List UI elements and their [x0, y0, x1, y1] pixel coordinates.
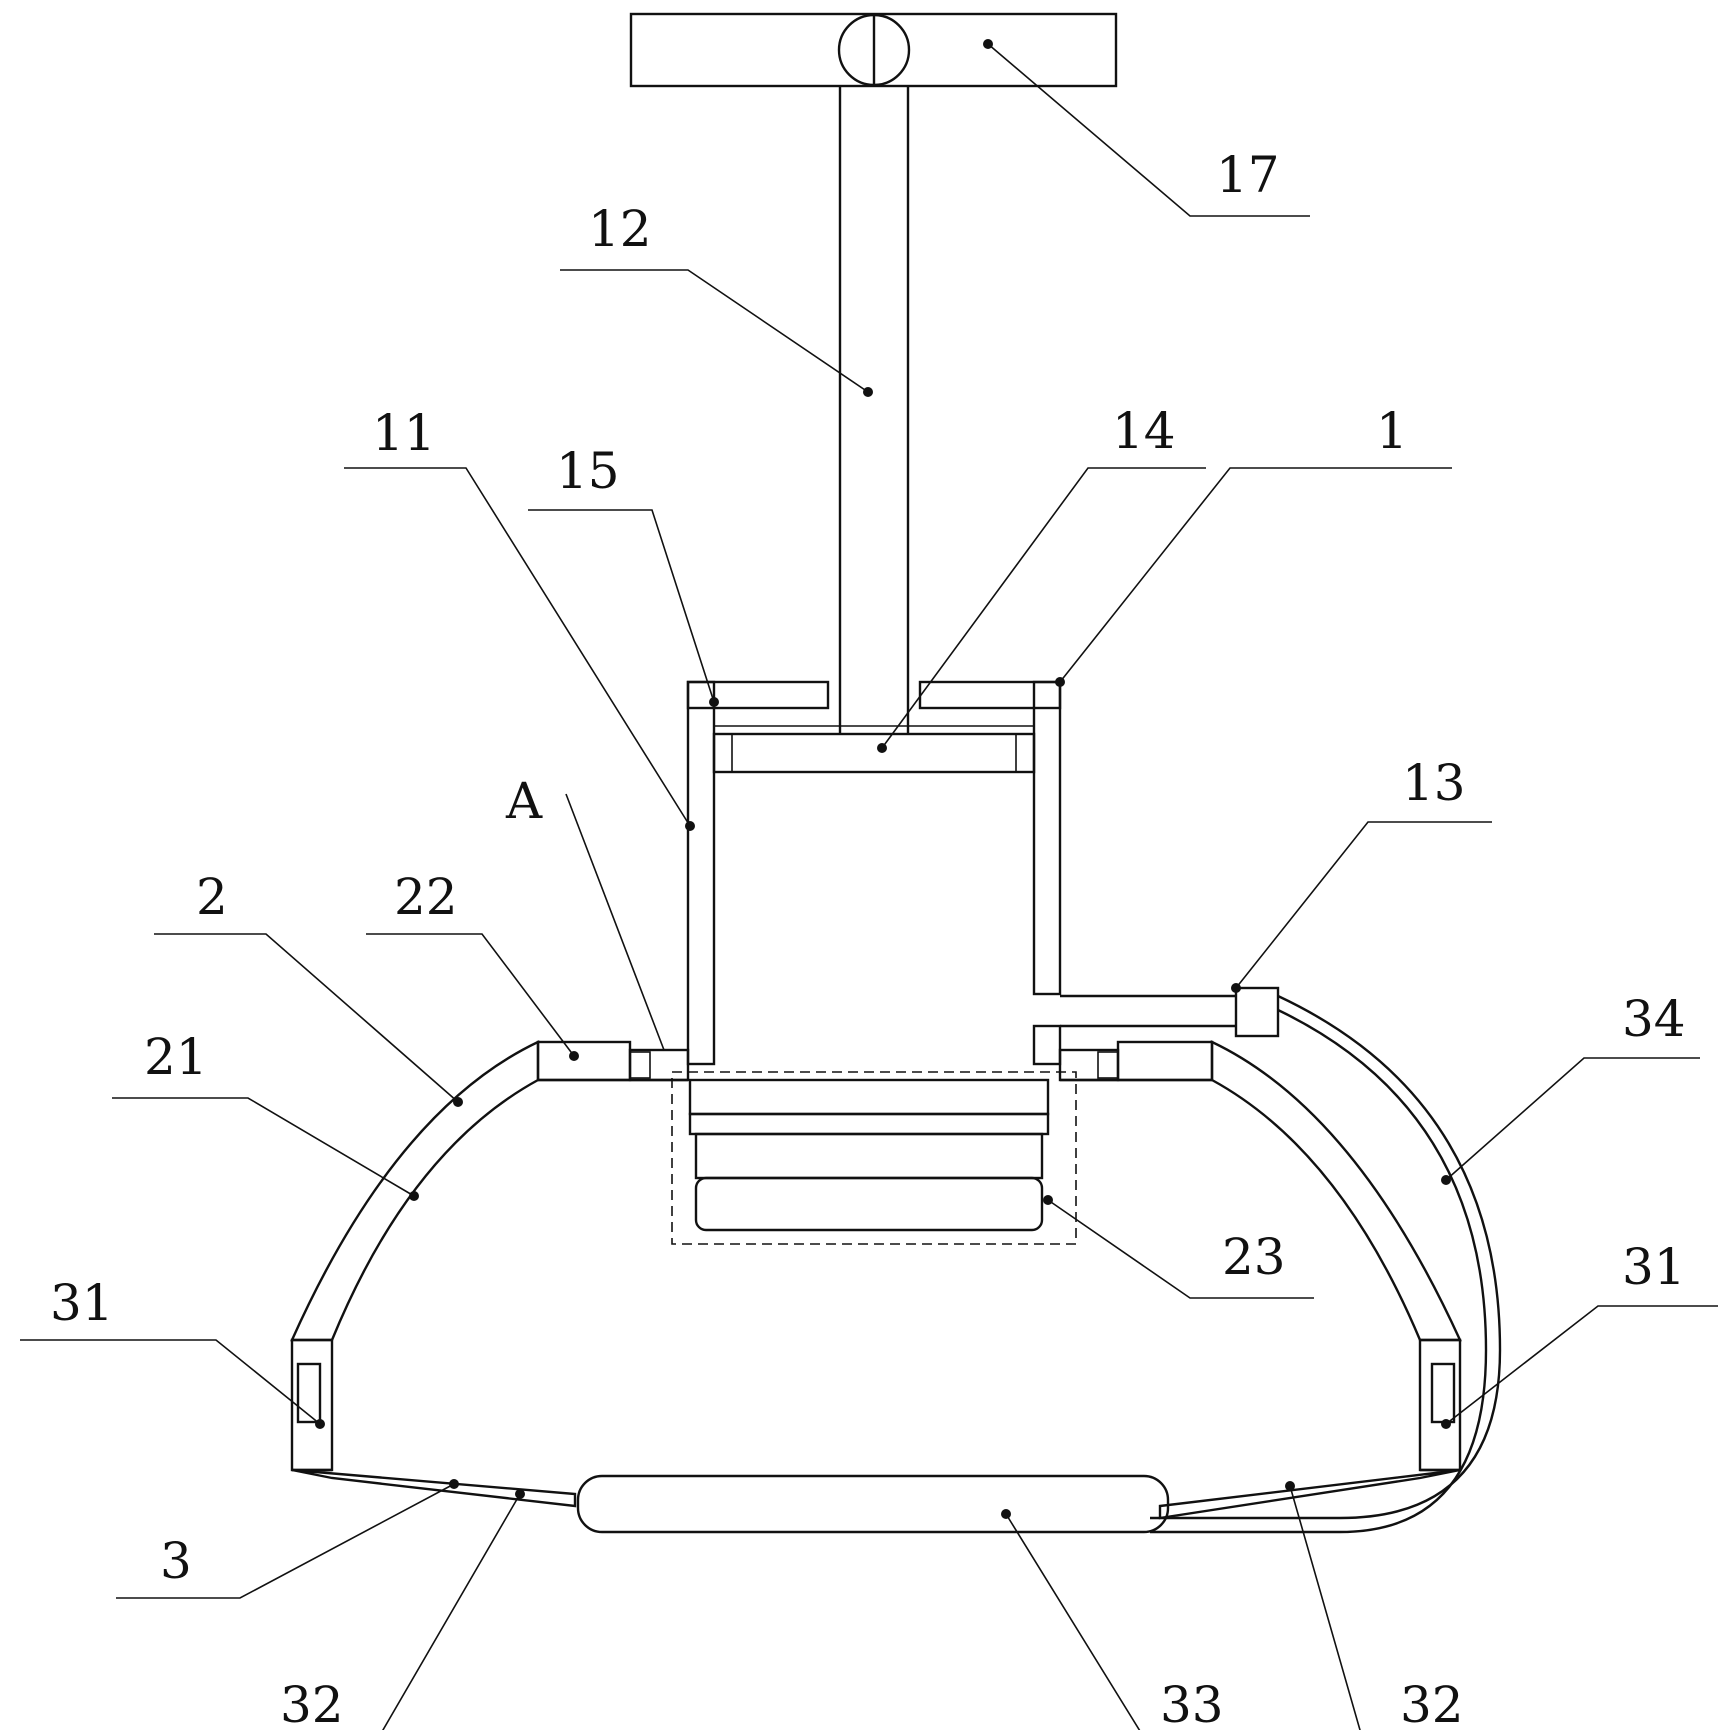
label-1: 1 [1376, 402, 1408, 460]
cover-dome [290, 1040, 1462, 1472]
label-13: 13 [1402, 754, 1466, 812]
label-15: 15 [556, 442, 620, 500]
outlet-pipe [1060, 986, 1280, 1038]
label-23: 23 [1222, 1228, 1286, 1286]
hose [1150, 994, 1502, 1534]
brush-assembly [671, 1071, 1077, 1245]
label-31-right: 31 [1622, 1238, 1686, 1296]
body-cylinder [686, 680, 1062, 1066]
rod [838, 86, 910, 734]
handle-bar [629, 12, 1118, 88]
label-3: 3 [160, 1532, 192, 1590]
label-11: 11 [372, 404, 436, 462]
label-2: 2 [196, 868, 228, 926]
label-31-left: 31 [50, 1274, 114, 1332]
label-33: 33 [1160, 1676, 1224, 1730]
label-A: A [505, 772, 543, 830]
label-34: 34 [1622, 990, 1686, 1048]
leader-lines [20, 43, 1718, 1730]
label-32-left: 32 [280, 1676, 344, 1730]
label-17: 17 [1216, 146, 1280, 204]
label-14: 14 [1112, 402, 1176, 460]
label-21: 21 [144, 1028, 208, 1086]
label-12: 12 [588, 200, 652, 258]
leader-dots [315, 39, 1451, 1519]
base [291, 1468, 1461, 1534]
label-32-right: 32 [1400, 1676, 1464, 1730]
label-22: 22 [394, 868, 458, 926]
